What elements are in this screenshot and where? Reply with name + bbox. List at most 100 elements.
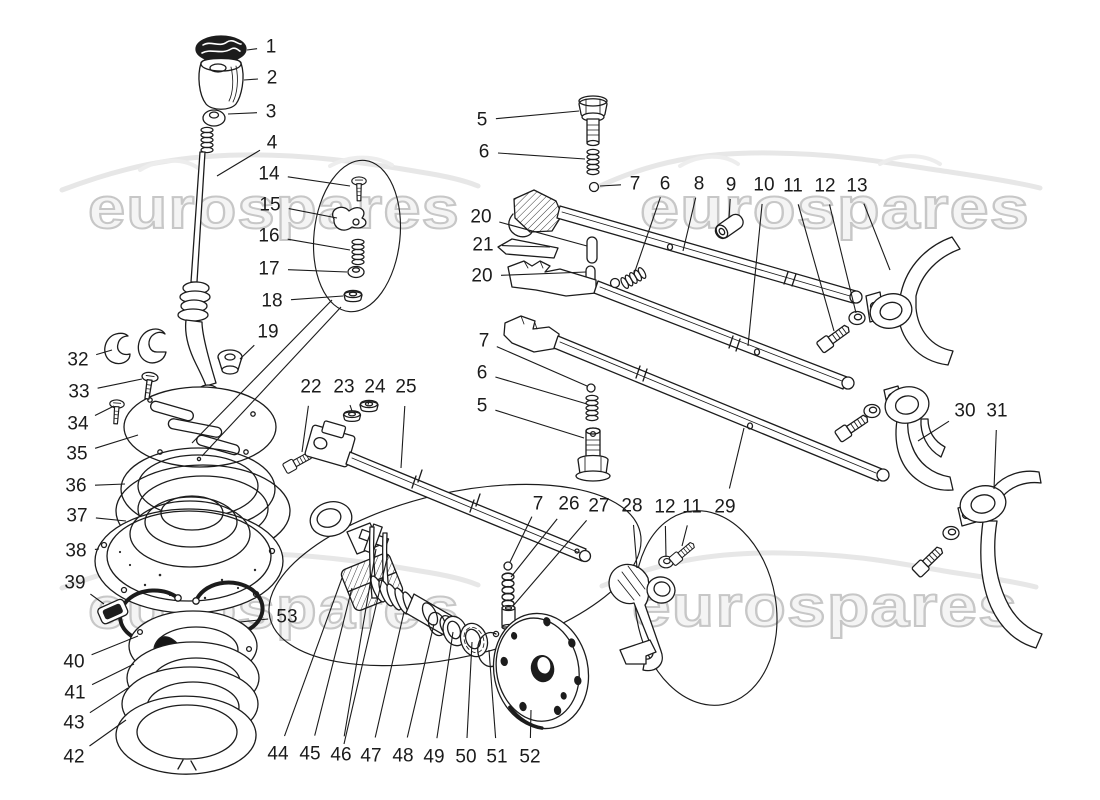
- selector-finger-21: [497, 238, 559, 259]
- part-label-17: 17: [258, 259, 279, 280]
- leader-line-25: [400, 405, 406, 469]
- leader-line-45: [314, 587, 353, 736]
- part-label-18: 18: [261, 291, 282, 312]
- screw-34: [107, 398, 126, 425]
- leader-line-18: [290, 295, 344, 301]
- part-label-4: 4: [267, 133, 278, 154]
- leader-line-7: [599, 184, 622, 187]
- car-silhouette-watermark: [597, 150, 1043, 191]
- car-silhouette-watermark: [678, 154, 942, 168]
- leader-line-22: [301, 405, 309, 453]
- part-label-53: 53: [276, 607, 297, 628]
- detent-subassembly-outline: [312, 159, 402, 313]
- reverse-lever-28: [608, 539, 698, 672]
- part-label-7: 7: [533, 494, 544, 515]
- leader-line-11: [797, 204, 835, 332]
- leader-line-13: [863, 203, 891, 271]
- washer-fork31: [942, 525, 960, 541]
- leader-line-7: [509, 516, 533, 563]
- leader-line-20: [499, 221, 588, 247]
- watermark-text: eurospares: [88, 176, 460, 241]
- selector-rod-3: [503, 315, 890, 482]
- linkage-rod-25: [281, 399, 592, 563]
- leader-line-4: [216, 149, 261, 177]
- part-label-22: 22: [300, 377, 321, 398]
- leader-line-27: [512, 520, 588, 607]
- leader-line-41: [91, 663, 135, 686]
- washer-12-fork30: [863, 403, 881, 419]
- leader-line-32: [96, 349, 113, 356]
- part-label-49: 49: [423, 747, 444, 768]
- shift-fork-31: [957, 470, 1043, 649]
- pawl-lever-15: [332, 206, 367, 231]
- clamp-shells: [104, 328, 167, 365]
- leader-line-36: [94, 483, 126, 486]
- leader-line-17: [287, 269, 348, 273]
- washer-12-fork13: [848, 310, 866, 326]
- knob-washer: [202, 109, 226, 127]
- part-label-36: 36: [65, 476, 86, 497]
- watermark-text: eurospares: [632, 574, 1018, 639]
- detent-ball-7-mid: [609, 277, 621, 289]
- detent-ball-7-bottom: [503, 561, 513, 571]
- leader-line-12: [664, 525, 667, 558]
- leader-line-51: [488, 649, 497, 739]
- leader-line-10: [747, 203, 763, 347]
- leader-line-49: [436, 631, 454, 739]
- pin-9: [714, 213, 744, 240]
- part-label-5: 5: [477, 110, 488, 131]
- part-label-19: 19: [257, 322, 278, 343]
- leader-line-2: [243, 78, 259, 81]
- leader-line-15: [288, 208, 338, 219]
- leader-line-20: [500, 271, 587, 276]
- part-label-33: 33: [68, 382, 89, 403]
- leader-line-1: [246, 48, 258, 51]
- part-label-43: 43: [63, 713, 84, 734]
- leader-line-23: [349, 404, 353, 412]
- leader-line-16: [287, 238, 351, 251]
- leader-line-29: [728, 427, 745, 489]
- part-label-20: 20: [470, 207, 491, 228]
- part-label-23: 23: [333, 377, 354, 398]
- detent-spring-6-mid: [618, 265, 648, 291]
- bolt-holes: [500, 617, 582, 716]
- leader-line-40: [91, 635, 139, 656]
- part-label-24: 24: [364, 377, 386, 398]
- leader-line-5: [495, 409, 585, 439]
- part-label-51: 51: [486, 747, 507, 768]
- part-label-9: 9: [726, 175, 737, 196]
- part-label-31: 31: [986, 401, 1007, 422]
- leader-line-6: [495, 376, 588, 405]
- extra-leader-line: [343, 553, 389, 745]
- bellcrank-lever: [309, 501, 390, 555]
- leader-line-3: [227, 112, 258, 115]
- bolt-11-fork13: [815, 321, 853, 354]
- leader-line-39: [90, 593, 105, 605]
- bolt-11-fork30: [833, 411, 872, 444]
- part-label-10: 10: [753, 175, 774, 196]
- part-label-20: 20: [471, 266, 492, 287]
- diaphragm-plates-stack: [115, 610, 260, 775]
- part-label-35: 35: [66, 444, 87, 465]
- part-label-6: 6: [479, 142, 490, 163]
- leader-line-14: [287, 176, 351, 187]
- leader-line-30: [917, 420, 950, 442]
- part-label-37: 37: [66, 506, 87, 527]
- part-label-40: 40: [63, 652, 84, 673]
- part-label-50: 50: [455, 747, 476, 768]
- part-label-28: 28: [621, 496, 642, 517]
- part-label-11: 11: [682, 497, 702, 518]
- gate-plate: [123, 386, 277, 468]
- leader-line-53: [239, 618, 269, 623]
- lever-rod: [177, 126, 222, 410]
- leader-line-44: [283, 577, 343, 737]
- leader-line-24: [367, 401, 370, 405]
- lower-assembly-outline: [268, 483, 642, 667]
- part-label-11: 11: [783, 176, 803, 197]
- leader-line-19: [239, 344, 255, 360]
- part-label-25: 25: [395, 377, 416, 398]
- part-label-29: 29: [714, 497, 735, 518]
- part-label-21: 21: [472, 235, 493, 256]
